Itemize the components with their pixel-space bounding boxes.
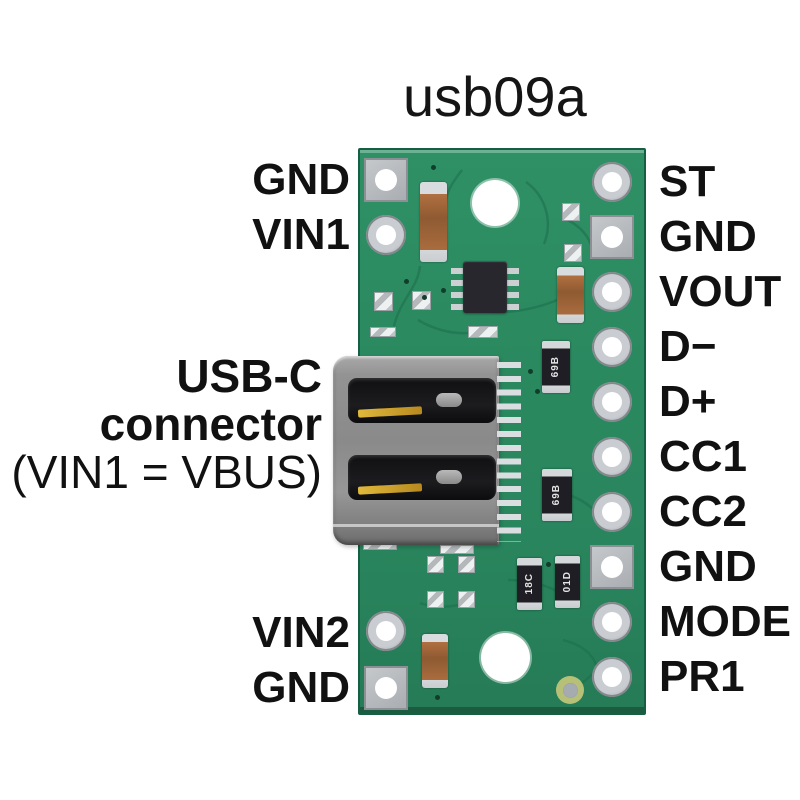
pad-mode [592, 602, 632, 642]
solder-pad [468, 326, 498, 338]
via-dot [431, 165, 436, 170]
pad-hole [602, 337, 622, 357]
resistor-marking: 69B [550, 356, 561, 378]
pad-hole [376, 225, 396, 245]
usbc-note: USB-C connector (VIN1 = VBUS) [0, 352, 322, 496]
pin-label-gnd-right-lower: GND [659, 542, 757, 591]
capacitor [420, 182, 447, 262]
usbc-smt-pins [497, 362, 521, 542]
pin-label-mode: MODE [659, 597, 791, 646]
pad-hole [601, 556, 623, 578]
usbc-note-line3: (VIN1 = VBUS) [11, 446, 322, 498]
usbc-connector [333, 356, 499, 545]
resistor-marking: 69B [551, 484, 562, 506]
pin-label-gnd-bottom-left: GND [252, 663, 350, 712]
resistor-69b-bottom: 69B [542, 469, 572, 521]
solder-pad [564, 244, 582, 262]
resistor-01d: 01D [555, 556, 580, 608]
solder-pad [427, 556, 444, 573]
pin-label-vin1: VIN1 [252, 210, 350, 259]
pad-cc2 [592, 492, 632, 532]
usbc-slot-bottom [348, 455, 496, 500]
solder-pad [458, 556, 475, 573]
pad-gnd-bottom-left [364, 666, 408, 710]
pad-hole [602, 392, 622, 412]
via-dot [528, 369, 533, 374]
pin-label-gnd-right-upper: GND [659, 212, 757, 261]
pad-hole [602, 447, 622, 467]
solder-pad [440, 545, 474, 554]
pin-label-pr1: PR1 [659, 652, 745, 701]
shell-seam [333, 524, 499, 527]
pad-vin2 [366, 611, 406, 651]
solder-pad [363, 541, 397, 550]
resistor-marking: 18C [523, 573, 535, 595]
pin-label-gnd-top-left: GND [252, 155, 350, 204]
pad-hole [601, 226, 623, 248]
pin-label-vin2: VIN2 [252, 608, 350, 657]
gold-contact [357, 406, 423, 418]
tented-via [556, 676, 584, 704]
pad-gnd-top-left [364, 158, 408, 202]
shell-stamp [436, 393, 462, 407]
via-center [562, 682, 578, 698]
via-dot [404, 279, 409, 284]
resistor-18c: 18C [517, 558, 542, 610]
solder-pad [374, 292, 393, 311]
mounting-hole-bottom [481, 633, 530, 682]
ic-legs-left [451, 268, 464, 310]
usbc-note-line1: USB-C [176, 350, 322, 402]
pin-label-cc1: CC1 [659, 432, 748, 481]
mounting-hole-top [472, 180, 518, 226]
solder-pad [562, 203, 580, 221]
solder-pad [458, 591, 475, 608]
gold-contact [357, 483, 423, 495]
solder-pad [370, 327, 396, 337]
pad-hole [602, 667, 622, 687]
via-dot [535, 389, 540, 394]
solder-pad [412, 291, 431, 310]
pad-d-plus [592, 382, 632, 422]
resistor-marking: 01D [561, 571, 573, 593]
soic8-ic [463, 261, 507, 313]
pad-hole [375, 677, 397, 699]
pin-label-d-minus: D− [659, 322, 717, 371]
pad-hole [602, 612, 622, 632]
pad-cc1 [592, 437, 632, 477]
via-dot [435, 695, 440, 700]
pad-hole [602, 502, 622, 522]
resistor-69b-top: 69B [542, 341, 570, 393]
pin-label-cc2: CC2 [659, 487, 748, 536]
via-dot [422, 295, 427, 300]
usbc-note-line2: connector [99, 398, 322, 450]
pad-hole [602, 282, 622, 302]
solder-pad [427, 591, 444, 608]
capacitor [422, 634, 448, 688]
board-title: usb09a [403, 65, 587, 128]
pad-gnd-right-lower [590, 545, 634, 589]
pad-st [592, 162, 632, 202]
via-dot [441, 288, 446, 293]
pad-hole [375, 169, 397, 191]
pad-d-minus [592, 327, 632, 367]
pad-gnd-right-upper [590, 215, 634, 259]
capacitor [557, 267, 584, 323]
shell-stamp [436, 470, 462, 484]
pin-label-vout: VOUT [659, 267, 782, 316]
via-dot [546, 562, 551, 567]
pad-vout [592, 272, 632, 312]
pad-pr1 [592, 657, 632, 697]
ic-legs-right [506, 268, 519, 310]
usbc-slot-top [348, 378, 496, 423]
pad-hole [376, 621, 396, 641]
pin-label-d-plus: D+ [659, 377, 717, 426]
pin-label-st: ST [659, 157, 716, 206]
pad-hole [602, 172, 622, 192]
pad-vin1 [366, 215, 406, 255]
